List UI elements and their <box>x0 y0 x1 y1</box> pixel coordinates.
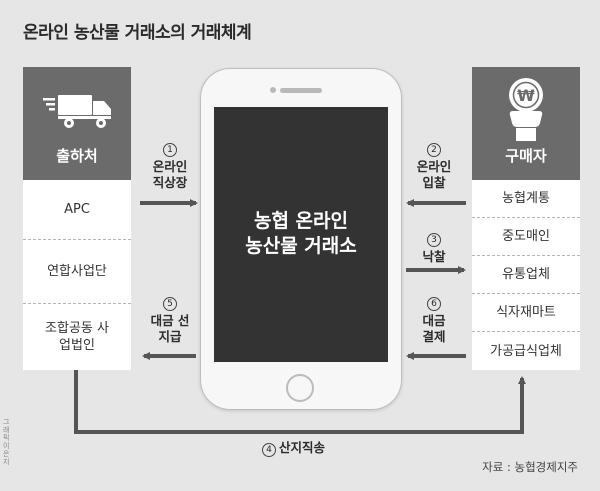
phone-speaker <box>280 88 322 93</box>
buyer-column: ₩ 구매자 농협계통 중도매인 유통업체 식자재마트 가공급식업체 <box>472 67 580 370</box>
phone-home-button <box>286 374 314 402</box>
truck-icon <box>43 95 111 128</box>
shipper-item-union: 연합사업단 <box>23 240 131 304</box>
buyer-item-distributor: 유통업체 <box>472 256 580 294</box>
phone-screen: 농협 온라인 농산물 거래소 <box>214 107 388 362</box>
buyer-item-food-mart: 식자재마트 <box>472 294 580 332</box>
shipper-item-cooperative: 조합공동 사업법인 <box>45 321 109 353</box>
arrow-step4 <box>74 370 526 434</box>
step5-label: 5 대금 선지급 <box>146 294 194 345</box>
step3-label: 3 낙찰 <box>414 230 454 265</box>
step6-text: 대금 결제 <box>422 313 446 344</box>
phone-camera <box>270 87 276 93</box>
step3-text: 낙찰 <box>422 249 446 264</box>
svg-text:₩: ₩ <box>517 86 535 105</box>
step5-number: 5 <box>163 297 177 311</box>
shipper-item-apc: APC <box>23 180 131 240</box>
buyer-header: ₩ 구매자 <box>472 67 580 180</box>
buyer-header-label: 구매자 <box>505 147 547 165</box>
step2-text: 온라인 입찰 <box>416 159 452 190</box>
smartphone: 농협 온라인 농산물 거래소 <box>200 68 402 410</box>
step1-number: 1 <box>163 143 177 157</box>
source-note: 자료 : 농협경제지주 <box>482 460 578 474</box>
step2-number: 2 <box>427 143 441 157</box>
buyer-item-nh: 농협계통 <box>472 180 580 218</box>
step6-label: 6 대금 결제 <box>410 294 458 345</box>
diagram-title: 온라인 농산물 거래소의 거래체계 <box>23 23 252 43</box>
shipper-header-label: 출하처 <box>56 147 98 165</box>
step4-number: 4 <box>262 443 276 457</box>
buyer-item-wholesaler: 중도매인 <box>472 218 580 256</box>
buyer-item-processing: 가공급식업체 <box>490 343 562 359</box>
step5-text: 대금 선지급 <box>150 313 190 344</box>
step1-text: 온라인 직상장 <box>152 159 188 190</box>
step3-number: 3 <box>427 233 441 247</box>
step1-label: 1 온라인 직상장 <box>146 140 194 191</box>
step4-text: 산지직송 <box>279 440 326 455</box>
shipper-header: 출하처 <box>23 67 131 180</box>
won-hand-icon: ₩ <box>509 78 543 141</box>
step2-label: 2 온라인 입찰 <box>410 140 458 191</box>
exchange-name: 농협 온라인 농산물 거래소 <box>245 210 357 257</box>
shipper-column: 출하처 APC 연합사업단 조합공동 사업법인 <box>23 67 131 370</box>
graphic-credit: 그래픽 이은지 <box>3 418 10 466</box>
step6-number: 6 <box>427 297 441 311</box>
